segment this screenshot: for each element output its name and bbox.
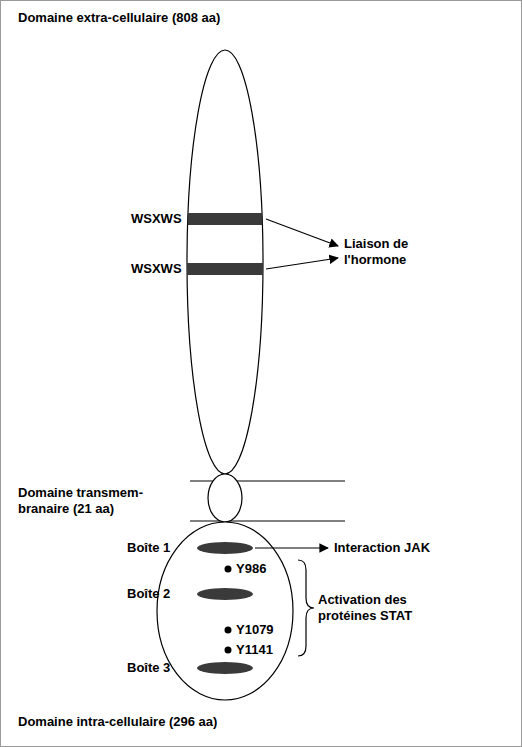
tyrosine-dot — [225, 566, 232, 573]
box-band — [197, 588, 253, 600]
function-label: Activation des protéines STAT — [318, 592, 438, 624]
box-label: Boîte 2 — [127, 586, 170, 602]
membrane-line — [190, 520, 345, 521]
tyrosine-label: Y1079 — [236, 622, 274, 638]
tyrosine-dot — [225, 627, 232, 634]
wsxws-band — [180, 263, 270, 275]
motif-label: WSXWS — [131, 211, 182, 227]
function-label: Interaction JAK — [334, 540, 430, 556]
transmembrane-ellipse — [208, 474, 242, 522]
motif-label: WSXWS — [131, 261, 182, 277]
leader-arrow — [266, 258, 338, 269]
leader-arrow — [266, 219, 338, 246]
wsxws-band — [180, 213, 270, 225]
box-band — [197, 662, 253, 674]
curly-brace — [298, 560, 314, 656]
intracellular-ellipse — [157, 522, 293, 700]
leader-arrow — [255, 547, 328, 548]
box-band — [197, 542, 253, 554]
extracellular-ellipse — [187, 50, 263, 474]
box-label: Boîte 3 — [127, 660, 170, 676]
domain-title: Domaine extra-cellulaire (808 aa) — [18, 10, 220, 26]
domain-title: Domaine transmem- branaire (21 aa) — [18, 485, 168, 517]
function-label: Liaison de l'hormone — [344, 236, 444, 268]
tyrosine-dot — [225, 647, 232, 654]
box-label: Boîte 1 — [127, 540, 170, 556]
domain-title: Domaine intra-cellulaire (296 aa) — [18, 714, 217, 730]
tyrosine-label: Y1141 — [236, 642, 273, 658]
tyrosine-label: Y986 — [236, 561, 266, 577]
